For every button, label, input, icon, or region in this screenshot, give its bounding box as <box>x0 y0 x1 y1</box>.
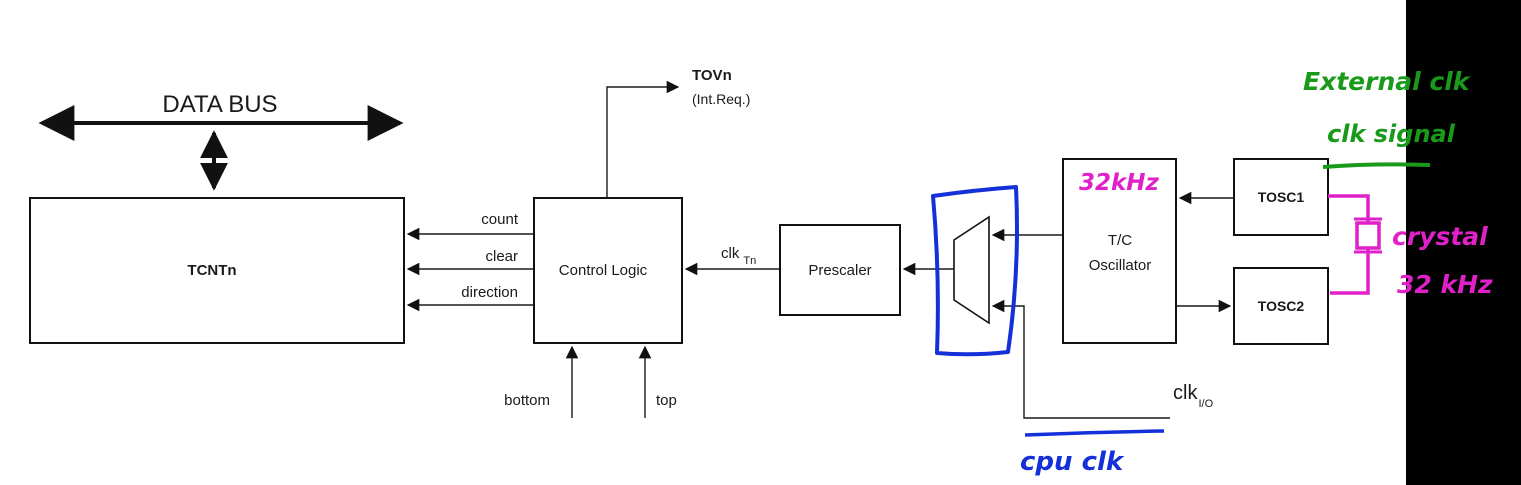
clk-signal-line <box>1322 162 1431 169</box>
bottom-label: bottom <box>504 392 550 409</box>
data-bus <box>38 105 404 191</box>
cpu-clk-underline <box>1024 429 1165 437</box>
clkio-label: clkI/O <box>1173 382 1214 410</box>
tc-oscillator-label-2: Oscillator <box>1089 257 1152 274</box>
tosc2-label: TOSC2 <box>1258 298 1305 314</box>
cpu-clk-annotation: cpu clk <box>1020 447 1125 477</box>
clk-signal-annotation: clk signal <box>1327 120 1456 148</box>
data-bus-label: DATA BUS <box>162 91 277 118</box>
tcnt-label: TCNTn <box>187 262 236 279</box>
prescaler-block <box>779 224 901 316</box>
tc-oscillator-block <box>1062 158 1177 344</box>
control-logic-block <box>533 197 683 344</box>
clkio-sub: I/O <box>1198 398 1213 410</box>
clock-mux <box>953 215 990 325</box>
prescaler-label: Prescaler <box>808 262 871 279</box>
clkio-arrow <box>991 299 1170 419</box>
clk-tn-sub: Tn <box>743 255 756 267</box>
crystal-symbol <box>1355 221 1381 250</box>
top-label: top <box>656 392 677 409</box>
int-req-label: (Int.Req.) <box>692 91 750 107</box>
tosc1-label: TOSC1 <box>1258 189 1305 205</box>
direction-label: direction <box>461 284 518 301</box>
external-clk-annotation: External clk <box>1303 67 1471 96</box>
mux-highlight-box <box>931 185 1019 357</box>
crystal-wires <box>1328 194 1370 295</box>
osc-freq-annotation: 32kHz <box>1079 170 1160 196</box>
tosc2-block <box>1233 267 1329 345</box>
tc-oscillator-label-1: T/C <box>1108 232 1132 249</box>
clkio-main: clk <box>1173 382 1198 404</box>
tcnt-block <box>29 197 405 344</box>
black-sidebar <box>1406 0 1521 485</box>
control-logic-label: Control Logic <box>559 262 648 279</box>
count-label: count <box>481 211 519 228</box>
clk-tn-main: clk <box>721 245 740 262</box>
crystal-annotation: crystal <box>1392 222 1488 251</box>
tov-label: TOVn <box>692 67 732 84</box>
clear-label: clear <box>485 248 518 265</box>
tov-arrow <box>606 80 680 198</box>
crystal-freq-annotation: 32 kHz <box>1397 270 1493 299</box>
